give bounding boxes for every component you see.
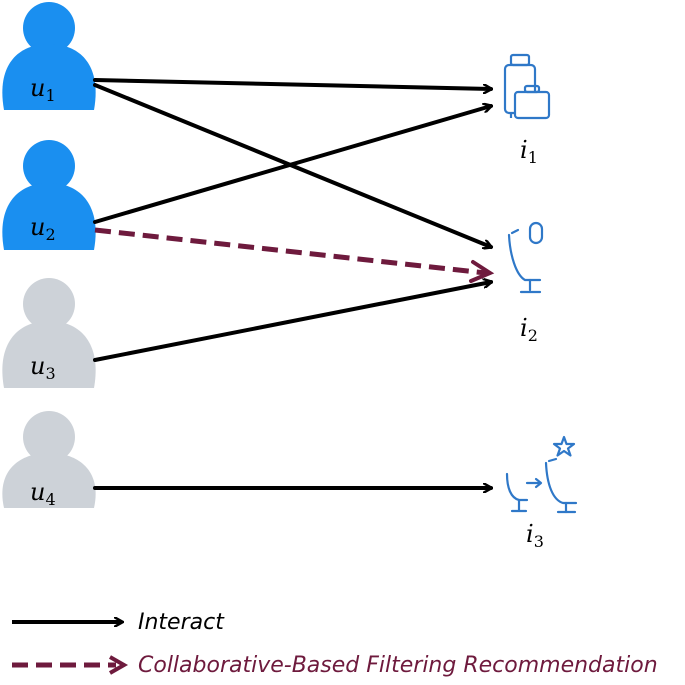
user-2-icon <box>2 140 96 250</box>
edge-u3-i2 <box>93 282 491 362</box>
legend-interact-label: Interact <box>138 610 225 635</box>
item-node-1: i1 <box>503 53 551 167</box>
airplane-seat-window-icon <box>507 221 544 294</box>
legend: Interact Collaborative-Based Filtering R… <box>12 610 658 678</box>
item-3-label: i3 <box>526 520 544 551</box>
item-2-label: i2 <box>520 314 538 345</box>
user-node-1: u1 <box>2 2 96 110</box>
user-4-label: u4 <box>30 478 56 509</box>
edge-u2-i2-recommendation <box>94 227 487 276</box>
user-2-label: u2 <box>30 213 56 244</box>
item-node-3: i3 <box>505 435 578 551</box>
luggage-icon <box>503 53 551 120</box>
item-node-2: i2 <box>507 221 544 345</box>
user-node-3: u3 <box>2 278 96 388</box>
user-node-4: u4 <box>2 411 96 509</box>
legend-recommendation-label: Collaborative-Based Filtering Recommenda… <box>138 653 658 678</box>
seat-upgrade-star-icon <box>505 435 578 514</box>
user-1-icon <box>2 2 96 110</box>
legend-recommendation: Collaborative-Based Filtering Recommenda… <box>12 653 658 678</box>
user-3-label: u3 <box>30 352 56 383</box>
edge-u1-i1 <box>93 78 491 89</box>
item-1-label: i1 <box>520 136 538 167</box>
legend-recommendation-arrowhead <box>109 655 129 675</box>
edges <box>93 78 495 488</box>
legend-interact: Interact <box>12 610 225 635</box>
user-4-icon <box>2 411 96 508</box>
user-node-2: u2 <box>2 140 96 250</box>
edge-u2-i2-arrowhead <box>469 260 495 283</box>
user-1-label: u1 <box>30 74 56 105</box>
edge-u2-i1 <box>93 106 491 224</box>
user-3-icon <box>2 278 96 388</box>
